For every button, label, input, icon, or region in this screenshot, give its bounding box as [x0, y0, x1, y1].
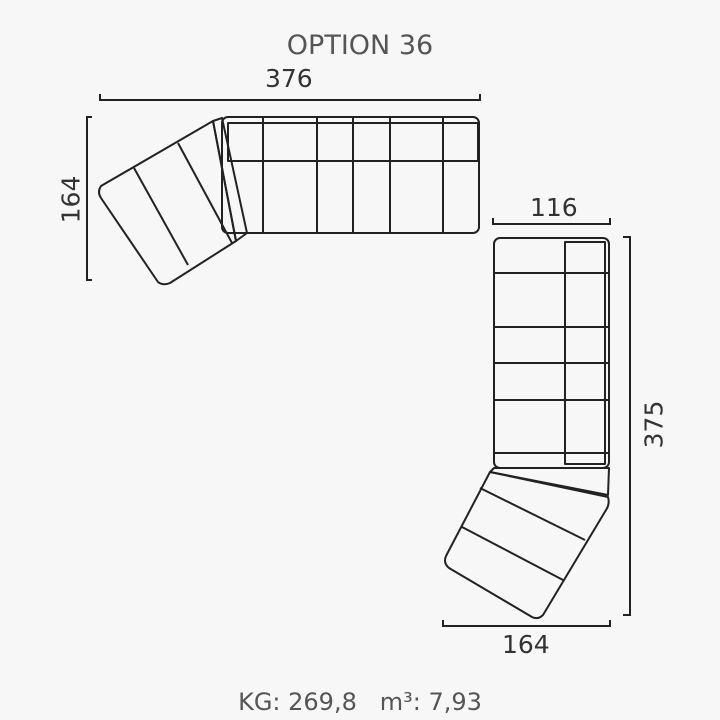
right-sofa-section — [444, 237, 610, 620]
right-length-label: 375 — [639, 400, 669, 449]
top-depth-label: 164 — [56, 175, 86, 224]
dimension-lines — [86, 94, 631, 627]
top-sofa-section — [98, 116, 480, 286]
weight-text: KG: 269,8 — [238, 688, 357, 716]
right-bottom-width-label: 164 — [502, 630, 550, 659]
right-width-label: 116 — [530, 193, 578, 222]
specs-footer: KG: 269,8 m³: 7,93 — [0, 688, 720, 716]
option-title: OPTION 36 — [286, 30, 434, 61]
top-width-label: 376 — [265, 64, 313, 93]
volume-text: m³: 7,93 — [379, 688, 482, 716]
